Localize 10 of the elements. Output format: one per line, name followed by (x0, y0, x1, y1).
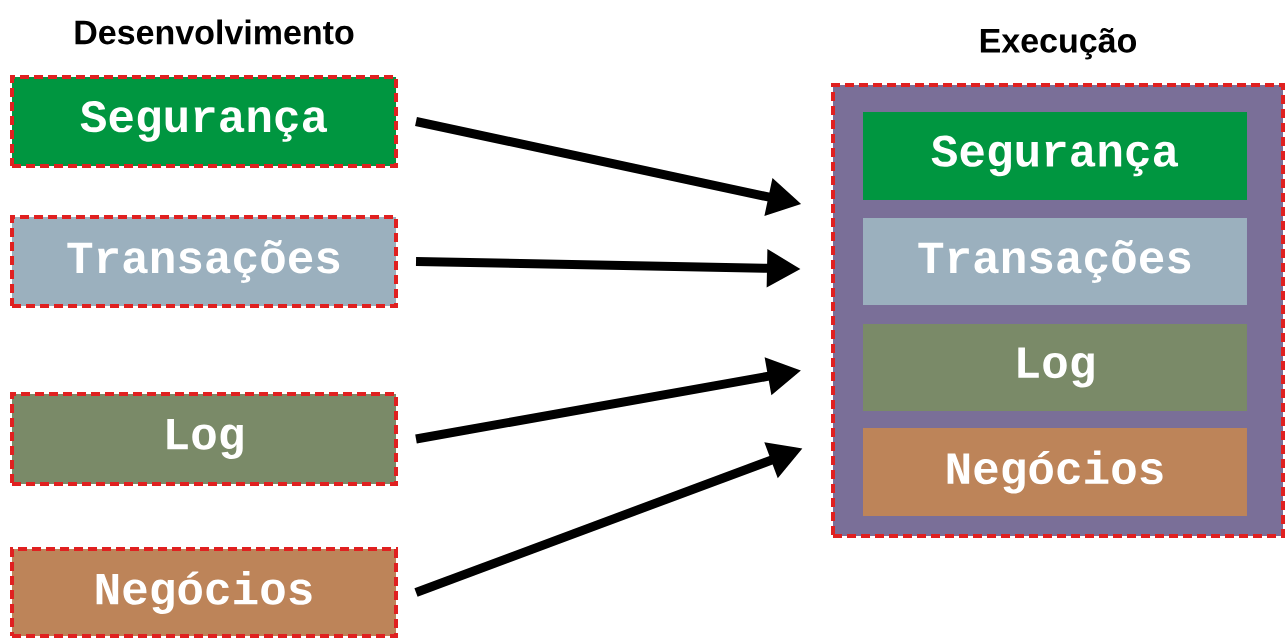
process-box: Log (10, 392, 398, 486)
process-box: Negócios (863, 428, 1247, 516)
process-box: Log (863, 324, 1247, 411)
process-box: Negócios (10, 547, 398, 638)
process-box: Segurança (10, 75, 398, 168)
process-box: Transações (10, 215, 398, 308)
heading: Desenvolvimento (75, 19, 354, 45)
process-box: Transações (863, 218, 1247, 305)
heading: Execução (980, 27, 1137, 60)
process-box: Segurança (863, 112, 1247, 200)
